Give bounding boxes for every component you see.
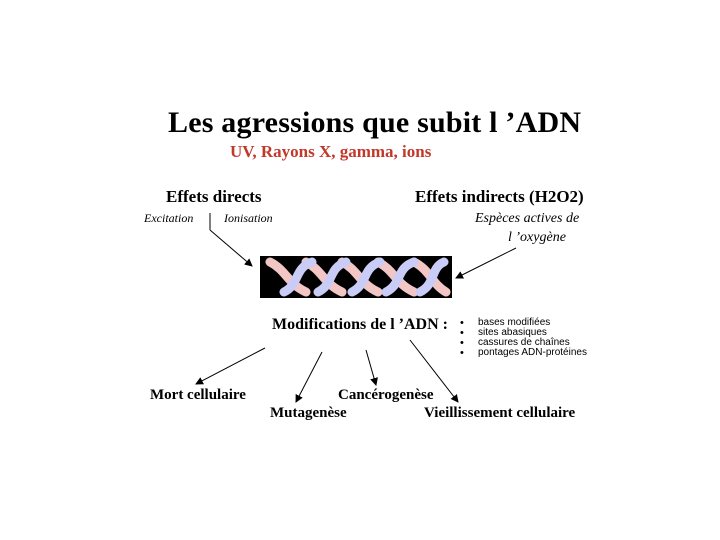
arrow-to-vieillissement: [409, 339, 459, 403]
diagram-title: Les agressions que subit l ’ADN: [168, 106, 582, 139]
outcome-cancerogenese: Cancérogenèse: [338, 387, 434, 403]
arrow-to-mutagenese: [295, 351, 323, 403]
list-item: bases modifiées: [460, 318, 587, 329]
dna-helix-image: [260, 256, 452, 298]
arrow-to-mort: [195, 347, 266, 385]
list-item: sites abasiques: [460, 328, 587, 339]
dna-modifications-label: Modifications de l ’ADN :: [272, 316, 448, 333]
list-item: cassures de chaînes: [460, 338, 587, 349]
outcome-vieillissement: Vieillissement cellulaire: [424, 405, 576, 421]
outcome-mutagenese: Mutagenèse: [270, 405, 347, 421]
indirect-effects-label: Effets indirects (H2O2): [415, 187, 584, 206]
reactive-species-line1: Espèces actives de: [475, 211, 580, 226]
arrow-direct-to-dna: [209, 229, 253, 267]
excitation-label: Excitation: [144, 211, 194, 225]
dna-strand-blue: [279, 257, 449, 297]
list-item: pontages ADN-protéines: [460, 348, 587, 359]
arrow-indirect-to-dna: [455, 247, 517, 279]
modifications-list: bases modifiées sites abasiques cassures…: [460, 318, 587, 359]
dna-double-helix-icon: [265, 257, 451, 297]
outcome-mort-cellulaire: Mort cellulaire: [150, 387, 246, 403]
ionisation-label: Ionisation: [224, 211, 273, 225]
direct-effects-label: Effets directs: [166, 187, 262, 206]
arrow-to-cancerogenese: [365, 349, 378, 386]
reactive-species-line2: l ’oxygène: [508, 230, 566, 245]
radiation-sources: UV, Rayons X, gamma, ions: [230, 142, 432, 161]
